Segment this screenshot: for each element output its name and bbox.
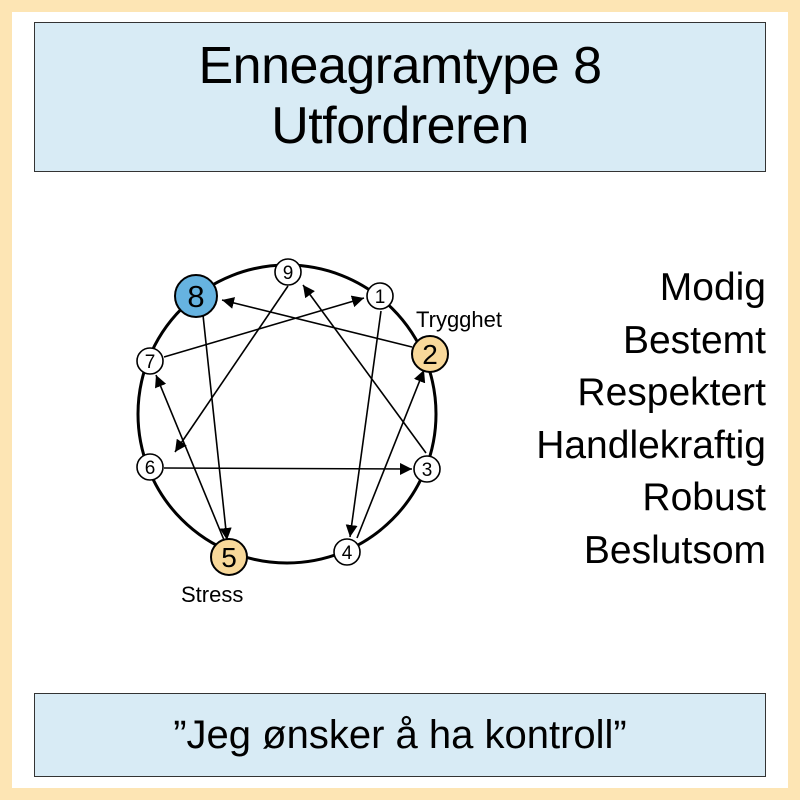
- node-7: 7: [136, 347, 164, 375]
- svg-text:9: 9: [283, 263, 294, 284]
- quote-box: ”Jeg ønsker å ha kontroll”: [34, 693, 766, 777]
- svg-text:2: 2: [422, 339, 438, 370]
- title-box: Enneagramtype 8 Utfordreren: [34, 22, 766, 172]
- arrow-3-to-9: [302, 284, 427, 454]
- arrow-9-to-6: [174, 285, 289, 453]
- security-label: Trygghet: [416, 307, 502, 332]
- node-9: 9: [274, 258, 302, 286]
- stress-label: Stress: [181, 582, 243, 607]
- node-8-main-type: 8: [174, 274, 218, 318]
- trait-item: Beslutsom: [583, 528, 766, 572]
- arrow-6-to-3: [163, 462, 413, 475]
- svg-text:6: 6: [145, 458, 156, 479]
- svg-text:3: 3: [422, 460, 433, 481]
- node-3: 3: [413, 455, 441, 483]
- arrow-2-to-8: [221, 297, 413, 348]
- svg-text:5: 5: [221, 542, 237, 573]
- node-2: 2: [411, 335, 449, 373]
- trait-item: Handlekraftig: [536, 423, 766, 467]
- quote-text: ”Jeg ønsker å ha kontroll”: [173, 713, 627, 757]
- arrow-5-to-7: [155, 374, 225, 541]
- arrow-4-to-2: [356, 369, 426, 539]
- trait-item: Respektert: [577, 371, 766, 414]
- node-6: 6: [136, 453, 164, 481]
- svg-text:1: 1: [375, 287, 386, 308]
- arrow-8-to-5: [202, 314, 232, 541]
- trait-item: Modig: [659, 266, 766, 309]
- svg-text:4: 4: [342, 543, 353, 564]
- arrow-7-to-1: [163, 295, 365, 358]
- trait-item: Robust: [642, 476, 766, 519]
- title-line-1: Enneagramtype 8: [198, 37, 603, 95]
- trait-list: Modig Bestemt Respektert Handlekraftig R…: [536, 262, 766, 577]
- node-1: 1: [366, 282, 394, 310]
- svg-text:8: 8: [187, 279, 204, 314]
- trait-item: Bestemt: [622, 318, 766, 362]
- node-5: 5: [210, 538, 248, 576]
- title-line-2: Utfordreren: [271, 97, 529, 155]
- svg-text:7: 7: [145, 352, 156, 373]
- node-4: 4: [333, 538, 361, 566]
- arrow-1-to-4: [345, 310, 382, 538]
